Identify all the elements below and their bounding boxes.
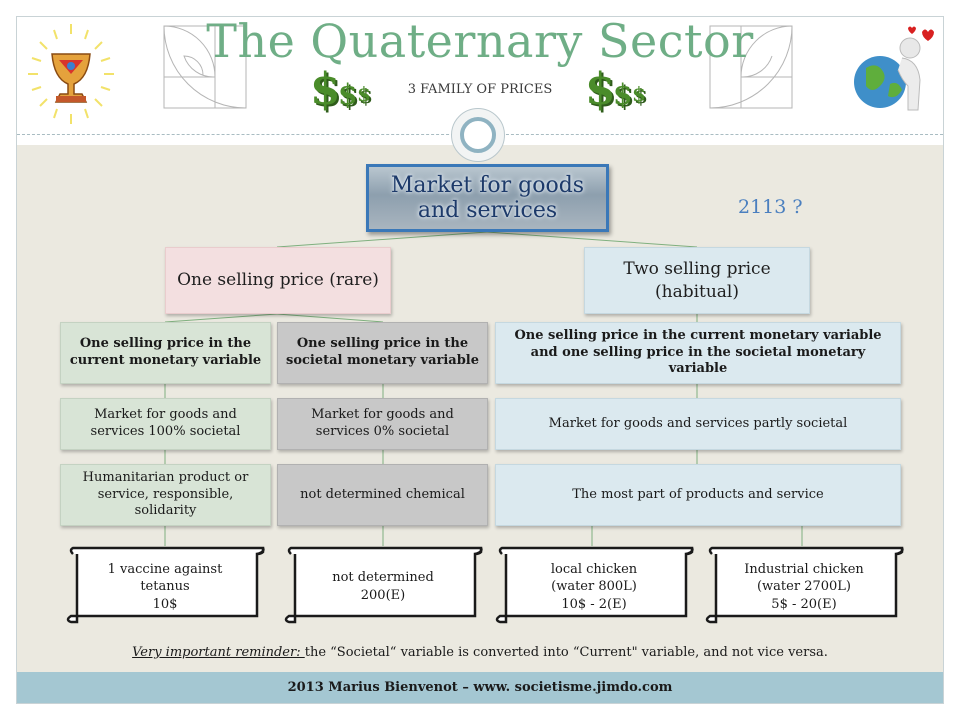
not-determined-chemical-label: not determined chemical bbox=[300, 486, 465, 502]
one-selling-price-node: One selling price (rare) bbox=[165, 247, 391, 314]
example-scroll: 1 vaccine against tetanus 10$ bbox=[65, 546, 265, 624]
footer-credit: 2013 Marius Bienvenot – www. societisme.… bbox=[287, 680, 673, 695]
example-line: 200(E) bbox=[360, 588, 406, 603]
two-selling-price-node: Two selling price (habitual) bbox=[584, 247, 810, 314]
market-0-societal-node: Market for goods and services 0% societa… bbox=[277, 398, 488, 450]
example-line: 5$ - 20(E) bbox=[771, 596, 837, 612]
humanitarian-product-label: Humanitarian product or service, respons… bbox=[82, 469, 249, 519]
most-products-node: The most part of products and service bbox=[495, 464, 901, 526]
not-determined-chemical-node: not determined chemical bbox=[277, 464, 488, 526]
scroll-shape bbox=[66, 546, 265, 624]
globe-hug-icon bbox=[854, 26, 934, 111]
market-100-societal-node: Market for goods and services 100% socie… bbox=[60, 398, 271, 450]
current-monetary-label: One selling price in the current monetar… bbox=[69, 336, 262, 368]
example-line: (water 800L) bbox=[551, 579, 637, 595]
year-note: 2113 ? bbox=[738, 196, 803, 218]
market-partly-societal-node: Market for goods and services partly soc… bbox=[495, 398, 901, 450]
example-line: (water 2700L) bbox=[756, 579, 851, 595]
example-line: Industrial chicken bbox=[744, 561, 864, 577]
scroll-shape bbox=[705, 546, 904, 624]
market-0-societal-label: Market for goods and services 0% societa… bbox=[311, 407, 454, 439]
market-partly-societal-label: Market for goods and services partly soc… bbox=[548, 415, 848, 431]
example-line: 1 vaccine against bbox=[107, 561, 223, 577]
dollar-icon: $ bbox=[585, 64, 616, 115]
market-goods-services-node: Market for goods and services bbox=[366, 164, 609, 232]
example-scroll: local chicken (water 800L) 10$ - 2(E) bbox=[494, 546, 694, 624]
dollar-icon: $ bbox=[357, 82, 371, 106]
one-selling-price-label: One selling price (rare) bbox=[177, 270, 379, 291]
societal-monetary-node: One selling price in the societal moneta… bbox=[277, 322, 488, 384]
page-title: The Quaternary Sector bbox=[206, 14, 754, 68]
spiral-icon bbox=[709, 25, 793, 109]
chalice-icon bbox=[28, 24, 114, 124]
dual-monetary-node: One selling price in the current monetar… bbox=[495, 322, 901, 384]
example-line: local chicken bbox=[550, 561, 638, 577]
humanitarian-product-node: Humanitarian product or service, respons… bbox=[60, 464, 271, 526]
example-scroll: Industrial chicken (water 2700L) 5$ - 20… bbox=[704, 546, 904, 624]
reminder-text: the “Societal“ variable is converted int… bbox=[304, 645, 828, 660]
dollar-icon: $ bbox=[632, 82, 646, 106]
two-selling-price-label: Two selling price (habitual) bbox=[623, 259, 771, 302]
reminder-note: Very important reminder: the “Societal“ … bbox=[17, 645, 943, 660]
reminder-lead: Very important reminder: bbox=[132, 645, 305, 660]
dollar-icon: $ bbox=[613, 78, 633, 111]
market-100-societal-label: Market for goods and services 100% socie… bbox=[90, 407, 241, 439]
example-line: not determined bbox=[332, 570, 434, 586]
market-goods-services-label: Market for goods and services bbox=[390, 172, 585, 223]
example-line: tetanus bbox=[140, 579, 190, 595]
footer-bar: 2013 Marius Bienvenot – www. societisme.… bbox=[17, 672, 943, 703]
example-scroll: not determined 200(E) bbox=[283, 546, 483, 624]
spiral-icon bbox=[163, 25, 247, 109]
header-knob-ornament bbox=[451, 108, 505, 162]
example-line: 10$ bbox=[152, 596, 178, 612]
most-products-label: The most part of products and service bbox=[572, 486, 824, 502]
current-monetary-node: One selling price in the current monetar… bbox=[60, 322, 271, 384]
example-line: 10$ - 2(E) bbox=[561, 596, 627, 612]
dollar-icon: $ bbox=[338, 78, 358, 111]
scroll-shape bbox=[284, 546, 483, 624]
slide-frame bbox=[16, 16, 944, 704]
page-subtitle: 3 FAMILY OF PRICES bbox=[407, 82, 553, 97]
dual-monetary-label: One selling price in the current monetar… bbox=[514, 327, 882, 377]
societal-monetary-label: One selling price in the societal moneta… bbox=[286, 336, 480, 368]
scroll-shape bbox=[495, 546, 694, 624]
dollar-icon: $ bbox=[310, 64, 341, 115]
